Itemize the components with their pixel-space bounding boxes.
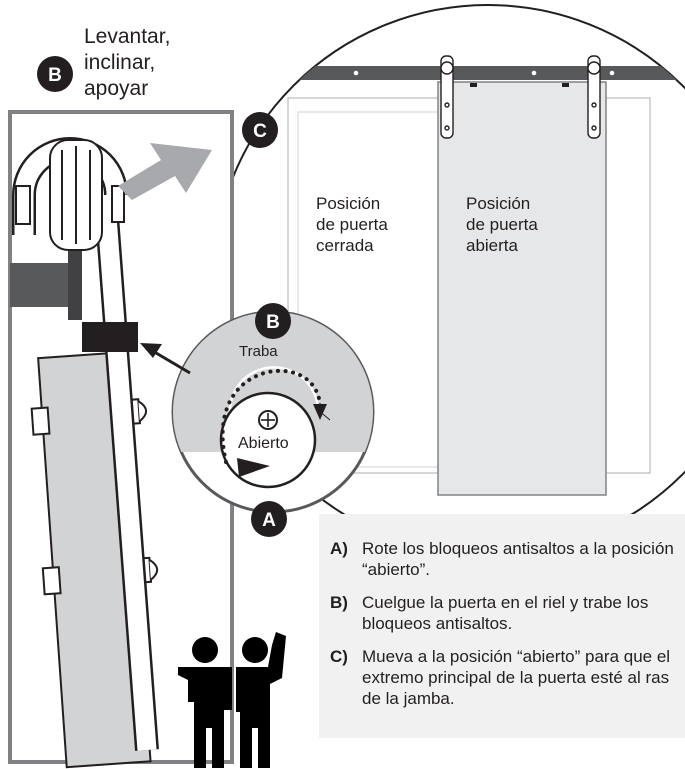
open-door [437,81,607,496]
callout-c: C [242,112,278,148]
svg-text:A: A [262,510,276,531]
svg-text:B: B [266,312,280,333]
two-person-icon [178,632,286,768]
door-hanger [587,55,601,139]
rail [213,66,685,80]
closed-line-1: Posición [316,194,381,213]
arrow-icon [118,143,212,200]
open-position-label: Posición de puerta abierta [466,193,538,256]
step-a: A) Rote los bloqueos antisaltos a la pos… [326,538,676,580]
lock-label: Traba [239,343,278,360]
step-a-text: Rote los bloqueos antisaltos a la posici… [362,539,674,579]
callout-a: A [251,501,287,537]
open-line-3: abierta [466,236,518,255]
svg-text:C: C [253,121,267,142]
closed-position-label: Posición de puerta cerrada [316,193,388,256]
instruction-steps: A) Rote los bloqueos antisaltos a la pos… [326,538,676,721]
instruction-panel [319,514,685,738]
step-b-text: Cuelgue la puerta en el riel y trabe los… [362,593,649,633]
lift-line-3: apoyar [84,77,149,100]
closed-line-2: de puerta [316,215,388,234]
step-b: B) Cuelgue la puerta en el riel y trabe … [326,592,676,634]
anti-jump-block [82,322,138,352]
lift-line-1: Levantar, [84,25,171,48]
step-a-letter: A) [330,539,348,558]
open-line-1: Posición [466,194,531,213]
step-c: C) Mueva a la posición “abierto” para qu… [326,646,676,709]
callout-b-lift: B [37,56,73,92]
lift-line-2: inclinar, [84,51,156,74]
closed-line-3: cerrada [316,236,374,255]
step-b-letter: B) [330,593,348,612]
pointer-arrow-icon [140,343,162,358]
callout-b-lock: B [255,303,291,339]
step-c-text: Mueva a la posición “abierto” para que e… [362,647,671,708]
unlock-label: Abierto [238,435,289,452]
svg-text:B: B [48,65,62,86]
step-c-letter: C) [330,647,348,666]
open-line-2: de puerta [466,215,538,234]
door-hanger [440,55,454,139]
lift-instruction-label: Levantar, inclinar, apoyar [84,24,170,102]
